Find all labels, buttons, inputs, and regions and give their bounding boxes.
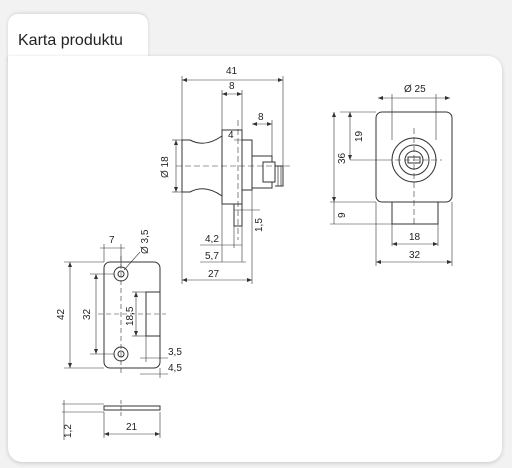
dim-4-2: 4,2 <box>205 234 219 245</box>
dim-27: 27 <box>208 269 220 280</box>
dim-8-second: 8 <box>258 112 264 123</box>
dim-41: 41 <box>226 66 238 77</box>
dim-diameter-25: Ø 25 <box>404 84 426 95</box>
dim-19: 19 <box>354 130 365 142</box>
dim-9: 9 <box>337 212 348 218</box>
dim-4: 4 <box>228 130 234 141</box>
dim-8-top: 8 <box>229 81 235 92</box>
dim-diameter-18: Ø 18 <box>160 156 171 178</box>
dim-18-5: 18,5 <box>125 306 136 326</box>
dim-18: 18 <box>409 232 421 243</box>
dim-1-5: 1,5 <box>254 218 265 232</box>
dim-1-2: 1,2 <box>63 424 74 438</box>
dim-4-5: 4,5 <box>168 363 182 374</box>
dim-5-7: 5,7 <box>205 251 219 262</box>
front-view <box>375 111 453 226</box>
dim-3-5: 3,5 <box>168 347 182 358</box>
side-view <box>176 120 290 240</box>
plate-thickness-view <box>103 400 161 416</box>
card-tab <box>8 14 148 62</box>
dim-32: 32 <box>409 250 421 261</box>
dim-7: 7 <box>109 235 115 246</box>
dim-32-plate: 32 <box>82 308 93 320</box>
dim-36: 36 <box>337 152 348 164</box>
page-title: Karta produktu <box>18 32 123 49</box>
dim-21: 21 <box>126 422 138 433</box>
dim-42: 42 <box>56 308 67 320</box>
dim-diameter-3-5: Ø 3,5 <box>140 229 151 254</box>
